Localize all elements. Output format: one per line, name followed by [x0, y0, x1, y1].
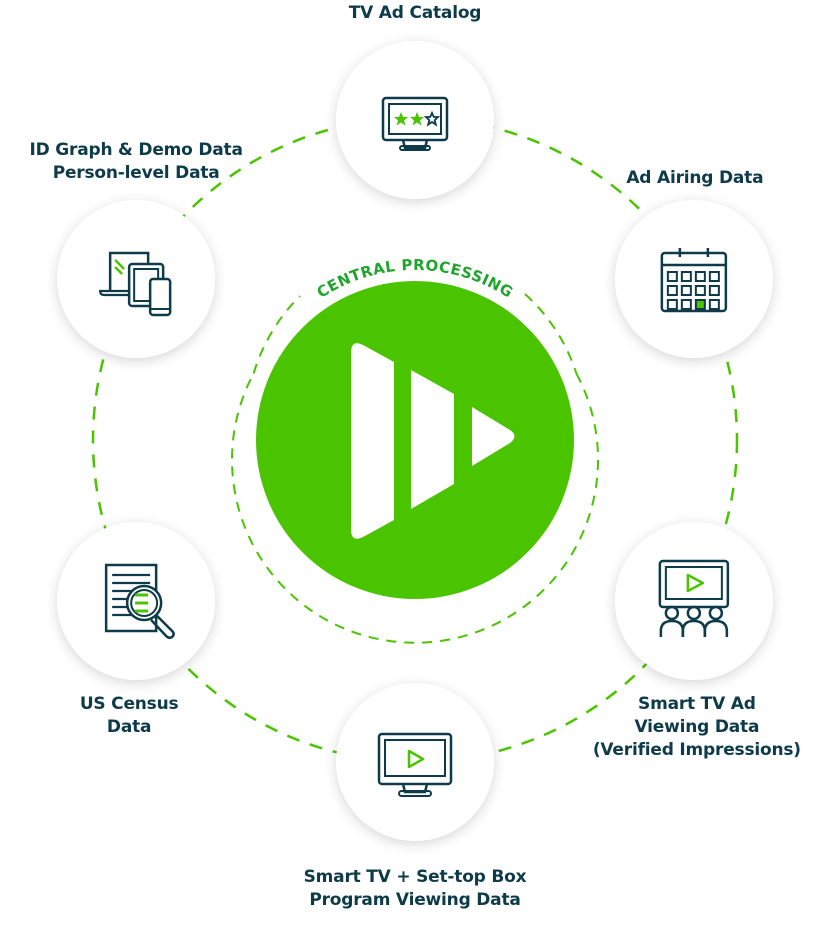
document-search-icon — [104, 563, 175, 640]
node-tv-ad-catalog — [336, 41, 494, 199]
tv-play-icon — [377, 732, 453, 797]
label-line: Viewing Data — [634, 717, 760, 737]
audience-screen-icon — [658, 559, 730, 637]
node-us-census — [57, 522, 216, 680]
node-program-viewing — [336, 683, 494, 841]
label-line: Program Viewing Data — [309, 890, 521, 910]
node-circle — [336, 683, 494, 841]
label-line: Smart TV + Set-top Box — [303, 867, 527, 887]
inner-dashed-ring-top-left — [252, 295, 301, 374]
inner-dashed-ring — [231, 373, 599, 644]
node-circle — [614, 522, 773, 680]
node-label-ad-airing-data: Ad Airing Data — [626, 167, 763, 190]
node-ad-airing-data — [614, 200, 773, 358]
monitor-stars-icon — [381, 96, 449, 151]
inner-dashed-ring-top-right — [524, 293, 578, 374]
label-line: (Verified Impressions) — [592, 740, 801, 760]
label-line: ID Graph & Demo Data — [29, 140, 243, 160]
node-id-graph — [57, 200, 216, 358]
devices-icon — [99, 251, 172, 317]
label-line: Data — [106, 717, 152, 737]
calendar-icon — [660, 248, 728, 313]
node-smart-tv-ad-viewing — [614, 522, 773, 680]
label-line: TV Ad Catalog — [348, 3, 482, 23]
node-circle — [614, 200, 773, 358]
label-line: Smart TV Ad — [638, 694, 756, 714]
label-line: Ad Airing Data — [626, 168, 764, 188]
label-line: US Census — [79, 694, 179, 714]
node-label-smart-tv-ad-viewing: Smart TV Ad Viewing Data (Verified Impress… — [593, 693, 801, 762]
node-label-tv-ad-catalog: TV Ad Catalog — [349, 2, 482, 25]
play-forward-logo-icon — [351, 343, 515, 539]
label-line: Person-level Data — [52, 163, 220, 183]
